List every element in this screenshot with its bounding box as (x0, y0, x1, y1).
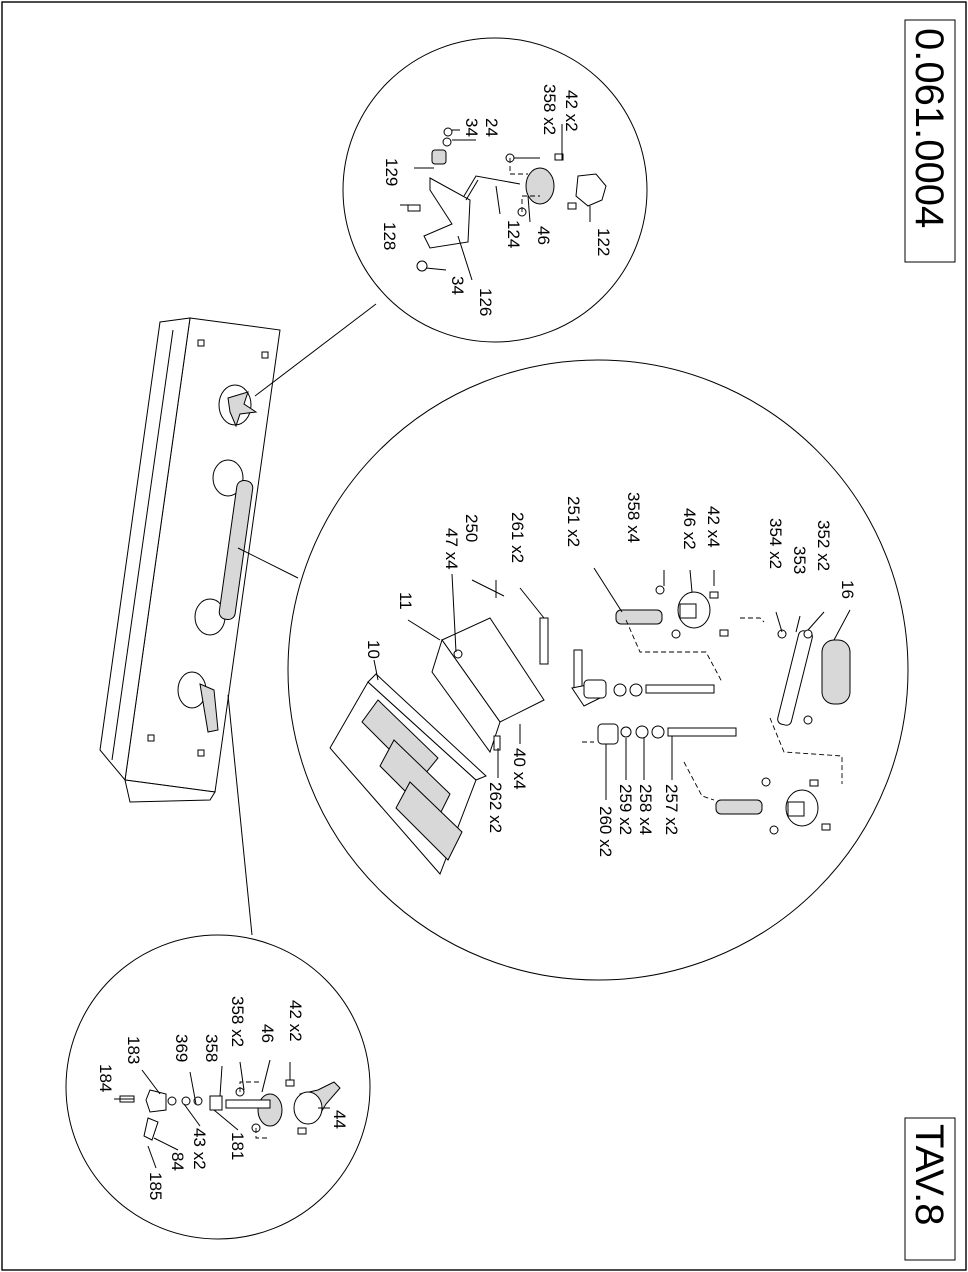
callout: 11 (396, 592, 415, 610)
plate-number: TAV.8 (907, 1124, 951, 1226)
callout: 358 x2 (228, 996, 247, 1047)
knob-assemblies (655, 585, 831, 835)
bottom-detail: 42 x2 358 x2 46 358 369 183 184 181 43 x… (65, 934, 371, 1240)
top-detail-leaders (400, 124, 591, 281)
bottom-detail-parts (119, 1079, 341, 1141)
callout: 358 x4 (624, 492, 643, 543)
panel-lever (177, 671, 219, 733)
callout: 16 (838, 580, 857, 599)
callout: 34 (448, 276, 467, 295)
callout: 42 x2 (286, 1000, 305, 1042)
top-detail: 42 x2 358 x2 24 34 129 128 34 126 124 46… (342, 37, 648, 343)
callout: 259 x2 (616, 784, 635, 835)
callout: 42 x2 (562, 90, 581, 132)
leader-middle-detail (237, 547, 299, 579)
leader-bottom-detail (227, 694, 253, 936)
panel-knob-top (218, 384, 258, 428)
callout: 47 x4 (442, 528, 461, 570)
handle-part-16 (777, 629, 851, 726)
bracket-part-11 (431, 617, 545, 754)
callout: 354 x2 (766, 518, 785, 569)
callout: 352 x2 (814, 520, 833, 571)
callout: 353 (790, 546, 809, 574)
callout: 257 x2 (662, 784, 681, 835)
callout: 84 (168, 1152, 187, 1171)
middle-detail-callouts: 42 x4 46 x2 358 x4 251 x2 261 x2 250 47 … (364, 492, 857, 857)
callout: 184 (96, 1064, 115, 1092)
callout: 24 (482, 118, 501, 137)
panel-holes (147, 339, 269, 757)
top-detail-callouts: 42 x2 358 x2 24 34 129 128 34 126 124 46… (380, 84, 613, 316)
drawing-number-box: 0.061.0004 (904, 19, 956, 263)
plate-number-box: TAV.8 (904, 1117, 956, 1261)
callout: 122 (594, 228, 613, 256)
callout: 358 (202, 1034, 221, 1062)
callout: 260 x2 (596, 806, 615, 857)
callout: 129 (382, 158, 401, 186)
panel-handle (194, 459, 254, 636)
callout: 10 (364, 640, 383, 659)
callout: 34 (462, 118, 481, 137)
top-detail-parts (407, 127, 607, 272)
callout: 369 (172, 1034, 191, 1062)
drawing-number: 0.061.0004 (907, 28, 951, 228)
callout: 124 (504, 220, 523, 248)
middle-detail-leaders (373, 567, 851, 800)
bottom-detail-callouts: 42 x2 358 x2 46 358 369 183 184 181 43 x… (96, 996, 349, 1200)
filter-part-10 (329, 673, 487, 875)
leader-top-detail (254, 303, 377, 397)
callout: 46 (258, 1024, 277, 1043)
callout: 40 x4 (510, 748, 529, 790)
callout: 43 x2 (190, 1128, 209, 1170)
callout: 258 x4 (636, 784, 655, 835)
middle-detail: 42 x4 46 x2 358 x4 251 x2 261 x2 250 47 … (287, 359, 909, 981)
callout: 181 (228, 1132, 247, 1160)
callout: 46 x2 (680, 508, 699, 550)
callout: 251 x2 (564, 496, 583, 547)
callout: 44 (330, 1110, 349, 1129)
callout: 262 x2 (486, 782, 505, 833)
callout: 261 x2 (508, 512, 527, 563)
callout: 358 x2 (540, 84, 559, 135)
callout: 128 (380, 222, 399, 250)
callout: 250 (462, 514, 481, 542)
callout: 185 (146, 1172, 165, 1200)
callout: 42 x4 (704, 506, 723, 548)
callout: 126 (476, 288, 495, 316)
hardware-parts (453, 580, 763, 815)
callout: 46 (534, 226, 553, 245)
callout: 183 (124, 1036, 143, 1064)
main-panel-assembly (99, 317, 281, 803)
middle-detail-dashes (582, 617, 843, 801)
bottom-detail-leaders (114, 1059, 330, 1169)
